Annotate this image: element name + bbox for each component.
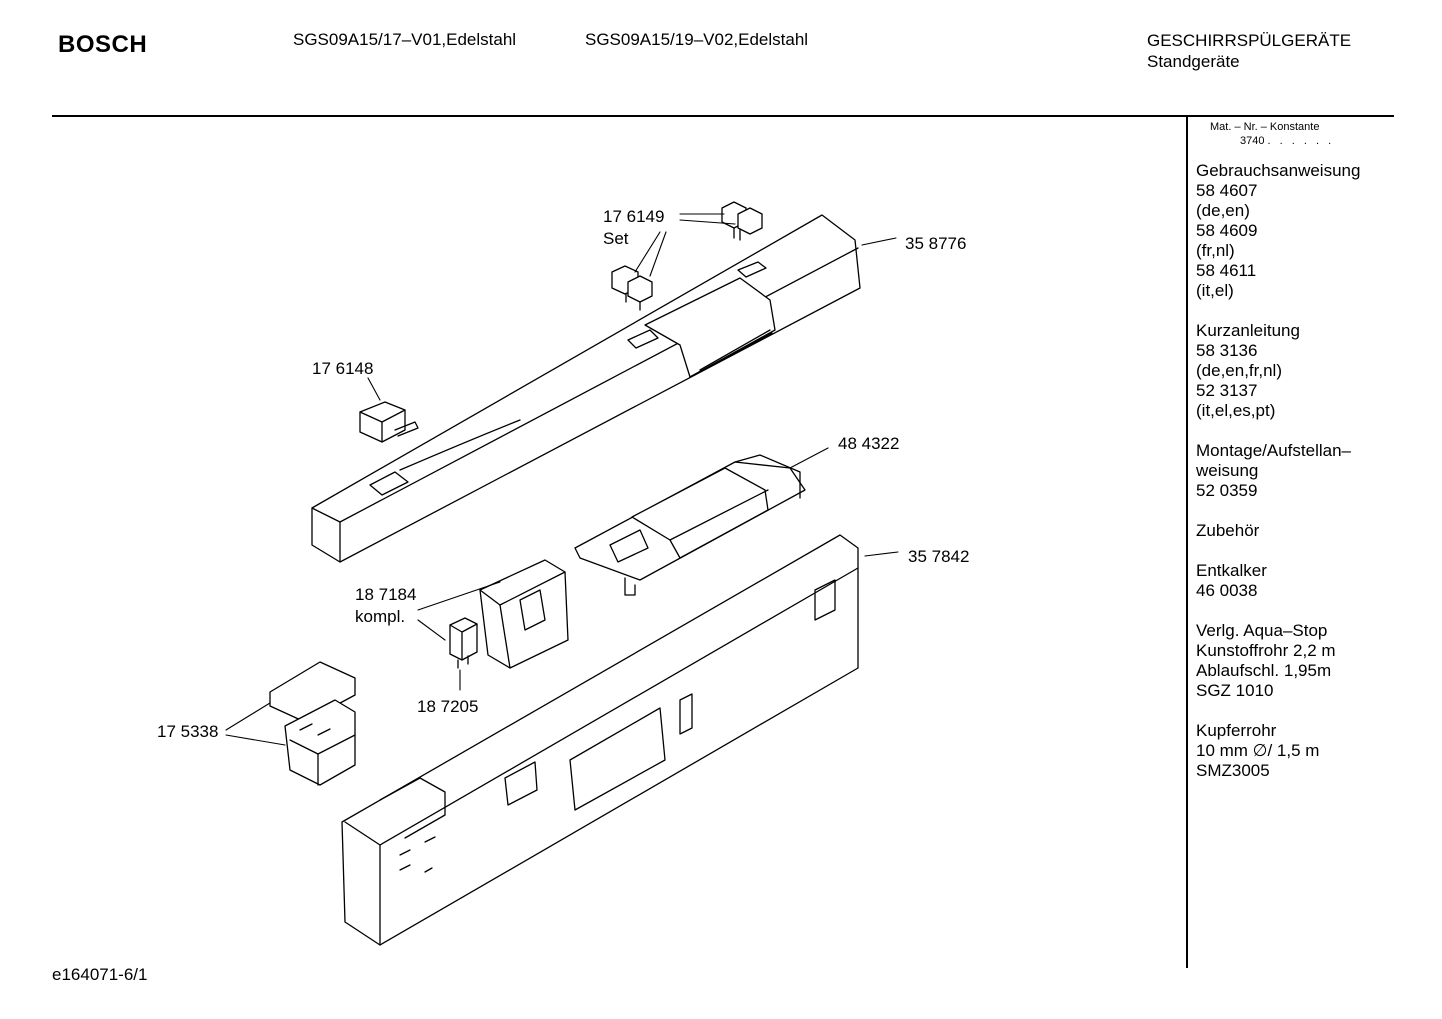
matnr-label: Mat. – Nr. – Konstante bbox=[1210, 121, 1320, 133]
accessory-line: Ablaufschl. 1,95m bbox=[1196, 661, 1332, 680]
label-358776: 35 8776 bbox=[905, 234, 966, 253]
accessory-line: 52 3137 bbox=[1196, 381, 1258, 400]
matnr-dots: . . . . . . bbox=[1267, 135, 1335, 147]
matnr-block: Mat. – Nr. – Konstante 3740 . . . . . . bbox=[1210, 120, 1334, 148]
model-number-1: SGS09A15/17–V01,Edelstahl bbox=[293, 30, 517, 49]
model-number-2: SGS09A15/19–V02,Edelstahl bbox=[585, 30, 809, 49]
accessory-line: SMZ3005 bbox=[1196, 761, 1270, 780]
drawing-id: e164071-6/1 bbox=[52, 965, 148, 984]
accessory-line: 46 0038 bbox=[1196, 581, 1258, 600]
accessory-line: (de,en,fr,nl) bbox=[1196, 361, 1282, 380]
label-176149-set: Set bbox=[603, 229, 629, 248]
accessory-group-title: Montage/Aufstellan– bbox=[1196, 441, 1351, 460]
label-187184-kompl: kompl. bbox=[355, 607, 405, 626]
control-panel-part bbox=[311, 214, 861, 563]
sidebar-divider bbox=[1186, 116, 1188, 968]
accessory-group-title: Gebrauchsanweisung bbox=[1196, 161, 1361, 180]
accessory-group-title: Zubehör bbox=[1196, 521, 1260, 540]
accessory-line: 58 4611 bbox=[1196, 261, 1257, 280]
accessory-group-title: Verlg. Aqua–Stop bbox=[1196, 621, 1328, 640]
electronic-module-part bbox=[574, 454, 806, 596]
category-title: GESCHIRRSPÜLGERÄTE bbox=[1147, 31, 1352, 50]
accessory-line: (it,el,es,pt) bbox=[1196, 401, 1276, 420]
cap-part-176148 bbox=[359, 401, 419, 443]
panel-frame-part bbox=[341, 534, 859, 946]
label-176148: 17 6148 bbox=[312, 359, 373, 378]
category-subtitle: Standgeräte bbox=[1147, 52, 1240, 71]
part-labels: 17 6149 Set 35 8776 17 6148 48 4322 35 7… bbox=[157, 207, 969, 741]
accessory-line: SGZ 1010 bbox=[1196, 681, 1274, 700]
header-divider bbox=[52, 115, 1394, 117]
label-357842: 35 7842 bbox=[908, 547, 969, 566]
button-set-part bbox=[611, 201, 763, 311]
leader-lines bbox=[225, 213, 899, 746]
accessory-group: Zubehör bbox=[1196, 521, 1392, 541]
label-187205: 18 7205 bbox=[417, 697, 478, 716]
category-block: GESCHIRRSPÜLGERÄTE Standgeräte bbox=[1147, 30, 1351, 72]
matnr-value: 3740 bbox=[1240, 135, 1265, 147]
accessory-group-title: Kurzanleitung bbox=[1196, 321, 1300, 340]
label-187184: 18 7184 bbox=[355, 585, 416, 604]
accessory-line: (fr,nl) bbox=[1196, 241, 1235, 260]
accessory-line: 10 mm ∅/ 1,5 m bbox=[1196, 741, 1320, 760]
label-176149: 17 6149 bbox=[603, 207, 664, 226]
label-484322: 48 4322 bbox=[838, 434, 899, 453]
accessory-line: 58 4609 bbox=[1196, 221, 1258, 240]
label-175338: 17 5338 bbox=[157, 722, 218, 741]
accessory-group-title: Entkalker bbox=[1196, 561, 1267, 580]
matnr-value-row: 3740 . . . . . . bbox=[1210, 134, 1334, 148]
accessory-line: Kunstoffrohr 2,2 m bbox=[1196, 641, 1336, 660]
brand-logo: BOSCH bbox=[58, 31, 148, 58]
capacitor-part bbox=[449, 617, 478, 669]
accessory-line: 52 0359 bbox=[1196, 481, 1258, 500]
accessory-line: 58 3136 bbox=[1196, 341, 1258, 360]
accessory-line: (de,en) bbox=[1196, 201, 1250, 220]
accessory-line: (it,el) bbox=[1196, 281, 1234, 300]
accessory-line: 58 4607 bbox=[1196, 181, 1258, 200]
accessory-line: weisung bbox=[1196, 461, 1259, 480]
switch-assembly-part bbox=[479, 559, 569, 669]
relay-part bbox=[269, 661, 356, 786]
accessory-group-title: Kupferrohr bbox=[1196, 721, 1277, 740]
